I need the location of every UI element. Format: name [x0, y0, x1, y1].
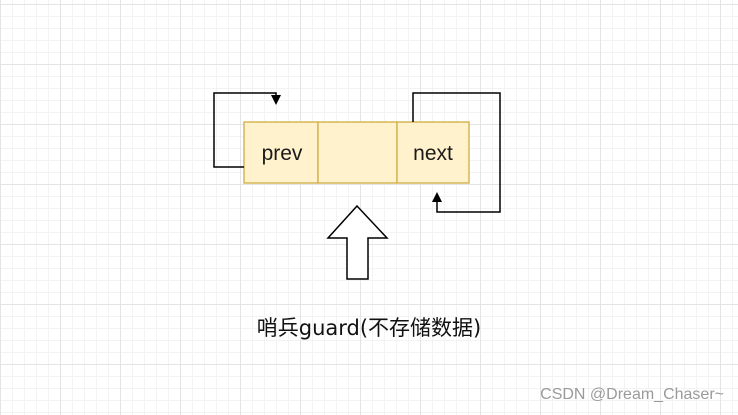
up-arrow-icon [326, 204, 389, 280]
list-node: prev next [243, 121, 470, 184]
next-cell [396, 121, 470, 184]
data-cell [317, 121, 398, 184]
prev-label: prev [262, 142, 303, 165]
prev-self-loop-arrow [213, 92, 281, 168]
prev-cell [243, 121, 319, 184]
sentinel-caption: 哨兵guard(不存储数据) [256, 316, 482, 340]
next-label: next [413, 142, 453, 165]
next-self-loop-arrow [412, 92, 501, 213]
watermark: CSDN @Dream_Chaser~ [540, 386, 724, 403]
